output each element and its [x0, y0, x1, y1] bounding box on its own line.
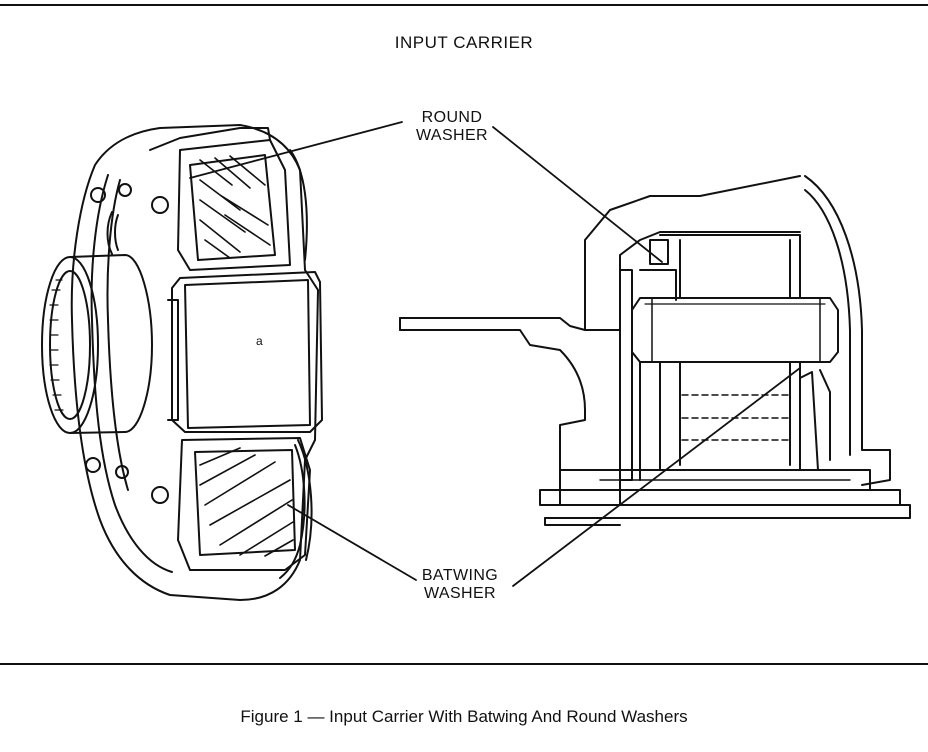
batwing-washer-leader-left [287, 504, 417, 581]
batwing-washer-label: BATWING WASHER [405, 567, 515, 603]
round-washer-leader-right [492, 126, 663, 263]
bolt-hole-1 [90, 187, 106, 203]
bolt-hole-3 [85, 457, 101, 473]
round-washer-label: ROUND WASHER [402, 109, 502, 145]
pinion-shaft [631, 297, 839, 363]
batwing-washer-label-line1: BATWING [421, 567, 499, 584]
round-washer-label-line2: WASHER [415, 127, 489, 144]
batwing-washer-leader-right [512, 367, 801, 587]
batwing-washer-label-line2: WASHER [423, 585, 497, 602]
bolt-hole-4 [151, 486, 169, 504]
round-washer-label-line1: ROUND [421, 109, 483, 126]
top-border [0, 4, 928, 6]
bottom-border [0, 663, 928, 665]
figure-caption: Figure 1 — Input Carrier With Batwing An… [240, 707, 688, 726]
carrier-cross-section [399, 175, 911, 526]
lower-pinion-gear [177, 437, 311, 579]
batwing-washer-shape [799, 371, 819, 471]
carrier-perspective-view: a [41, 124, 323, 601]
carrier-block [171, 271, 323, 433]
round-washer-leader-left [189, 121, 403, 179]
svg-text:a: a [256, 334, 263, 348]
bolt-hole-2 [151, 196, 169, 214]
diagram-title: INPUT CARRIER [394, 33, 534, 52]
upper-pinion-gear [149, 127, 291, 271]
leader-lines [189, 121, 801, 587]
